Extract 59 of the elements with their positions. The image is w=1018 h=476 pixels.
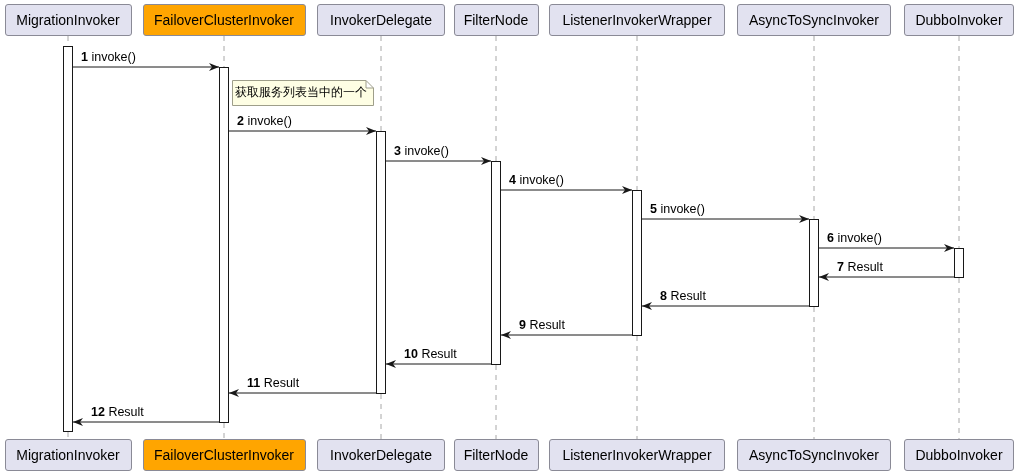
activation-bar: [376, 131, 386, 394]
message-arrow: [818, 244, 955, 252]
participant-box: FilterNode: [453, 4, 539, 36]
participant-box: AsyncToSyncInvoker: [737, 439, 891, 471]
lifeline: [495, 35, 497, 162]
message-arrow: [228, 389, 377, 397]
lifeline: [958, 277, 960, 440]
message-label: 2 invoke(): [237, 114, 292, 129]
message-label: 4 invoke(): [509, 173, 564, 188]
participant-box: ListenerInvokerWrapper: [549, 439, 725, 471]
lifeline: [223, 422, 225, 440]
message-label: 11 Result: [247, 376, 300, 391]
activation-bar: [954, 248, 964, 278]
participant-box: AsyncToSyncInvoker: [737, 4, 891, 36]
activation-bar: [632, 190, 642, 336]
message-arrow: [818, 273, 955, 281]
message-arrow: [72, 418, 220, 426]
message-label: 9 Result: [519, 318, 565, 333]
lifeline: [958, 35, 960, 249]
participant-box: FailoverClusterInvoker: [142, 439, 306, 471]
message-label: 8 Result: [660, 289, 706, 304]
lifeline: [495, 364, 497, 440]
message-arrow: [641, 215, 810, 223]
message-label: 6 invoke(): [827, 231, 882, 246]
participant-box: InvokerDelegate: [317, 4, 445, 36]
lifeline: [380, 393, 382, 440]
participant-box: DubboInvoker: [904, 439, 1014, 471]
message-label: 5 invoke(): [650, 202, 705, 217]
participant-box: InvokerDelegate: [317, 439, 445, 471]
participant-box: ListenerInvokerWrapper: [549, 4, 725, 36]
participant-box: DubboInvoker: [904, 4, 1014, 36]
participant-box: FailoverClusterInvoker: [142, 4, 306, 36]
activation-bar: [809, 219, 819, 307]
message-label: 7 Result: [837, 260, 883, 275]
message-label: 3 invoke(): [394, 144, 449, 159]
message-arrow: [500, 331, 633, 339]
lifeline: [67, 431, 69, 440]
message-label: 10 Result: [404, 347, 457, 362]
message-arrow: [228, 127, 377, 135]
lifeline: [813, 306, 815, 440]
lifeline: [636, 335, 638, 440]
message-arrow: [385, 360, 492, 368]
activation-bar: [491, 161, 501, 365]
note-box: 获取服务列表当中的一个: [232, 80, 374, 106]
lifeline: [223, 35, 225, 68]
message-arrow: [500, 186, 633, 194]
activation-bar: [63, 46, 73, 432]
lifeline: [636, 35, 638, 191]
message-label: 1 invoke(): [81, 50, 136, 65]
message-arrow: [72, 63, 220, 71]
message-arrow: [385, 157, 492, 165]
participant-box: MigrationInvoker: [4, 4, 132, 36]
message-arrow: [641, 302, 810, 310]
lifeline: [813, 35, 815, 220]
message-label: 12 Result: [91, 405, 144, 420]
participant-box: FilterNode: [453, 439, 539, 471]
lifeline: [380, 35, 382, 132]
activation-bar: [219, 67, 229, 423]
participant-box: MigrationInvoker: [4, 439, 132, 471]
